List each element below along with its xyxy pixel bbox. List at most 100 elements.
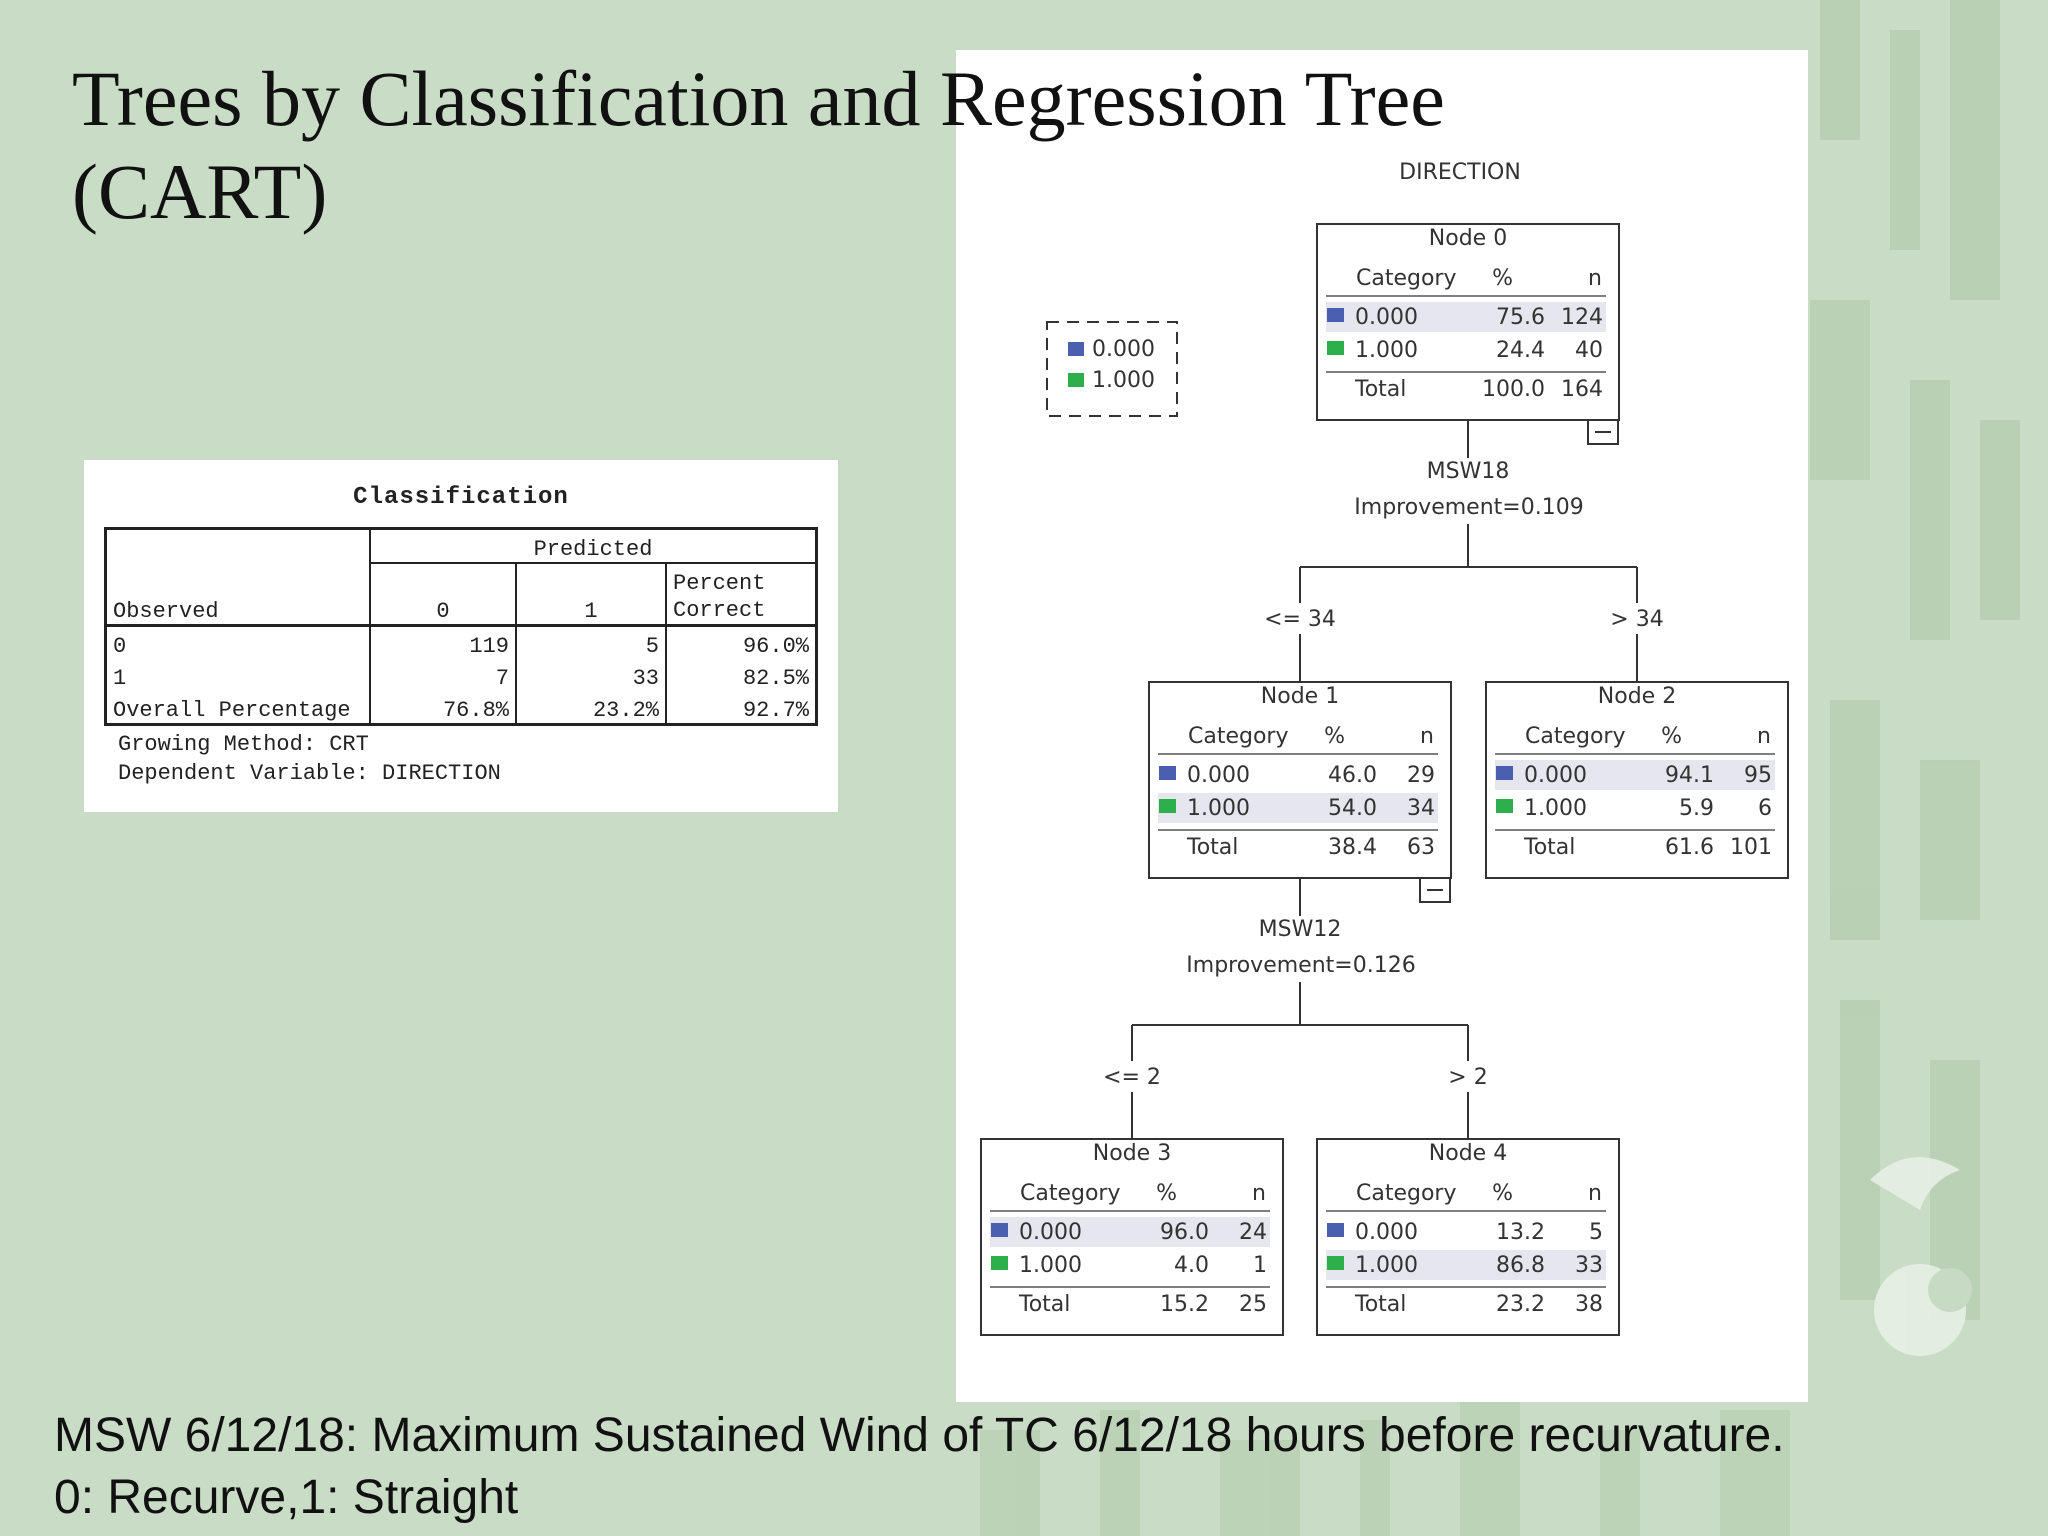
cell: 5 [515,625,666,659]
node-col-n: n [1588,266,1602,291]
node-title: Node 2 [1598,684,1676,709]
node-category: 0.000 [1187,763,1250,788]
node-total-n: 101 [1730,835,1772,860]
node-swatch [991,1223,1008,1237]
legend-box [1046,321,1178,417]
split-left-condition: <= 2 [1103,1065,1161,1090]
note-msw-definition: MSW 6/12/18: Maximum Sustained Wind of T… [54,1409,1785,1462]
node-n: 34 [1407,796,1435,821]
node-category: 0.000 [1019,1220,1082,1245]
tree-node-4 [1316,1138,1620,1336]
classification-title: Classification [353,484,569,511]
legend-swatch-1 [1068,373,1084,387]
split-left-condition: <= 34 [1264,607,1336,632]
node-col-category: Category [1356,266,1457,291]
col-header-1: 1 [515,563,666,625]
cell: 82.5% [665,658,818,691]
node-row-highlight [990,1217,1270,1247]
node-category: 1.000 [1524,796,1587,821]
node-col-pct: % [1492,1181,1513,1206]
node-row-highlight [1326,1250,1606,1280]
legend-label-1: 1.000 [1092,368,1155,393]
node-col-n: n [1757,724,1771,749]
col-header-0: 0 [369,563,516,625]
node-col-category: Category [1020,1181,1121,1206]
node-n: 95 [1744,763,1772,788]
node-pct: 24.4 [1496,338,1545,363]
tree-dependent-variable: DIRECTION [1399,160,1521,185]
node-col-n: n [1252,1181,1266,1206]
node-category: 1.000 [1355,338,1418,363]
cell: 96.0% [665,625,818,659]
node-total-label: Total [1186,835,1238,860]
node-category: 0.000 [1524,763,1587,788]
node-category: 1.000 [1019,1253,1082,1278]
cell: 119 [369,625,516,659]
row-label: Overall Percentage [104,690,370,724]
node-total-n: 164 [1561,377,1603,402]
cell: 7 [369,658,516,691]
node-col-category: Category [1525,724,1626,749]
predicted-header: Predicted [369,527,818,564]
decorative-pattern [1810,0,2020,1356]
row-label: 1 [104,658,370,691]
node-pct: 94.1 [1665,763,1714,788]
node-swatch [1327,1223,1344,1237]
node-n: 5 [1589,1220,1603,1245]
node-col-pct: % [1156,1181,1177,1206]
node-title: Node 1 [1261,684,1339,709]
footnote-dependent-variable: Dependent Variable: DIRECTION [118,761,501,786]
correct-label: Correct [673,597,766,623]
table-row: 1 7 33 82.5% [104,658,818,691]
node-total-pct: 23.2 [1496,1292,1545,1317]
node-category: 1.000 [1355,1253,1418,1278]
table-footnote: Growing Method: CRT Dependent Variable: … [118,730,501,788]
node-title: Node 4 [1429,1141,1507,1166]
node-col-n: n [1588,1181,1602,1206]
node-row-highlight [1495,760,1775,790]
node-swatch [1159,799,1176,813]
node-total-label: Total [1354,377,1406,402]
classification-table-panel: Classification Observed Predicted 0 1 Pe… [84,460,838,812]
split-right-condition: > 2 [1448,1065,1487,1090]
split-variable: MSW12 [1259,917,1342,942]
node-swatch [991,1256,1008,1270]
node-category: 1.000 [1187,796,1250,821]
node-total-label: Total [1523,835,1575,860]
footnote-growing-method: Growing Method: CRT [118,732,369,757]
node-category: 0.000 [1355,305,1418,330]
split-variable: MSW18 [1427,459,1510,484]
node-n: 29 [1407,763,1435,788]
bottom-notes: MSW 6/12/18: Maximum Sustained Wind of T… [54,1405,2044,1529]
node-col-category: Category [1356,1181,1457,1206]
percent-label: Percent [673,570,766,596]
node-n: 6 [1758,796,1772,821]
classification-table: Observed Predicted 0 1 Percent Correct 0… [104,527,818,726]
node-title: Node 0 [1429,226,1507,251]
node-total-pct: 15.2 [1160,1292,1209,1317]
node-n: 124 [1561,305,1603,330]
node-n: 1 [1253,1253,1267,1278]
node-swatch [1327,308,1344,322]
node-pct: 13.2 [1496,1220,1545,1245]
node-col-pct: % [1661,724,1682,749]
node-total-n: 25 [1239,1292,1267,1317]
cell: 76.8% [369,690,516,724]
node-col-category: Category [1188,724,1289,749]
decision-tree-diagram: DIRECTION0.0001.000MSW18Improvement=0.10… [980,160,1789,1336]
split-improvement: Improvement=0.126 [1186,953,1415,978]
node-row-highlight [1158,793,1438,823]
node-swatch [1159,766,1176,780]
node-col-n: n [1420,724,1434,749]
cell: 92.7% [665,690,818,724]
table-row: Overall Percentage 76.8% 23.2% 92.7% [104,690,818,724]
node-pct: 75.6 [1496,305,1545,330]
observed-header: Observed [104,527,370,625]
title-line-2: (CART) [72,148,328,235]
node-n: 33 [1575,1253,1603,1278]
node-swatch [1496,799,1513,813]
note-class-legend: 0: Recurve,1: Straight [54,1471,519,1524]
node-pct: 5.9 [1679,796,1714,821]
node-pct: 4.0 [1174,1253,1209,1278]
split-improvement: Improvement=0.109 [1354,495,1583,520]
